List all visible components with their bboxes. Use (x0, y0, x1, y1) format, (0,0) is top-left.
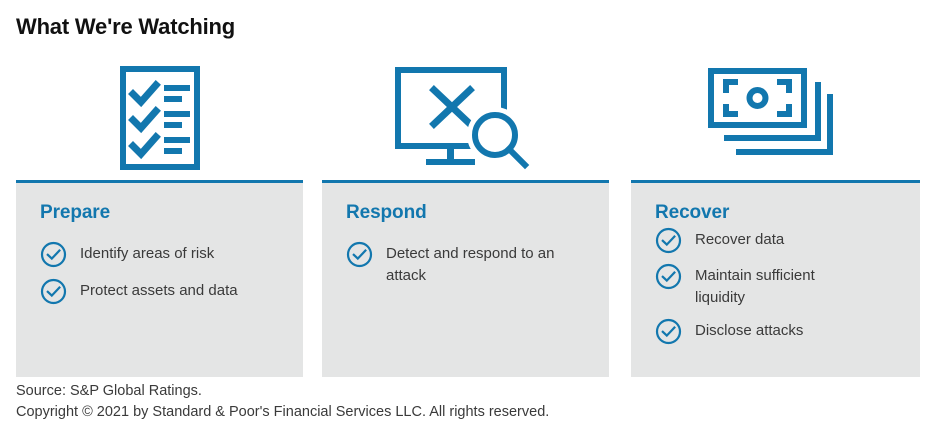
panel-heading-respond: Respond (346, 202, 427, 223)
panel-prepare: Prepare Identify areas of risk Protect a… (16, 180, 303, 377)
icon-slot-prepare (16, 66, 303, 174)
check-circle-icon (40, 241, 67, 268)
check-circle-icon (655, 227, 682, 254)
icon-slot-respond (322, 66, 609, 174)
panel-recover: Recover Recover data Maintain sufficient… (631, 180, 920, 377)
list-item: Recover data (655, 227, 906, 254)
check-circle-icon (40, 278, 67, 305)
list-item-label: Recover data (695, 231, 785, 248)
list-item-label: Detect and respond to an attack (386, 245, 555, 284)
bullet-list-prepare: Identify areas of risk Protect assets an… (40, 241, 289, 315)
list-item-label: Protect assets and data (80, 282, 238, 299)
list-item-label: Identify areas of risk (80, 245, 215, 262)
list-item-label: Maintain sufficient liquidity (695, 267, 815, 306)
bullet-list-recover: Recover data Maintain sufficient liquidi… (655, 227, 906, 354)
page-title: What We're Watching (16, 14, 235, 39)
check-circle-icon (655, 263, 682, 290)
footer-source: Source: S&P Global Ratings. (16, 383, 202, 399)
panel-heading-recover: Recover (655, 202, 730, 223)
money-stack-icon (631, 66, 920, 174)
list-item-label: Disclose attacks (695, 322, 804, 339)
footer: Source: S&P Global Ratings. Copyright © … (16, 381, 549, 423)
check-circle-icon (346, 241, 373, 268)
checklist-icon (16, 66, 303, 174)
list-item: Identify areas of risk (40, 241, 289, 268)
check-circle-icon (655, 318, 682, 345)
list-item: Detect and respond to an attack (346, 241, 595, 287)
icon-slot-recover (631, 66, 920, 174)
monitor-error-magnifier-icon (322, 66, 609, 174)
bullet-list-respond: Detect and respond to an attack (346, 241, 595, 297)
panel-heading-prepare: Prepare (40, 202, 111, 223)
list-item: Maintain sufficient liquidity (655, 263, 906, 309)
list-item: Protect assets and data (40, 278, 289, 305)
panel-respond: Respond Detect and respond to an attack (322, 180, 609, 377)
footer-copyright: Copyright © 2021 by Standard & Poor's Fi… (16, 404, 550, 420)
list-item: Disclose attacks (655, 318, 906, 345)
